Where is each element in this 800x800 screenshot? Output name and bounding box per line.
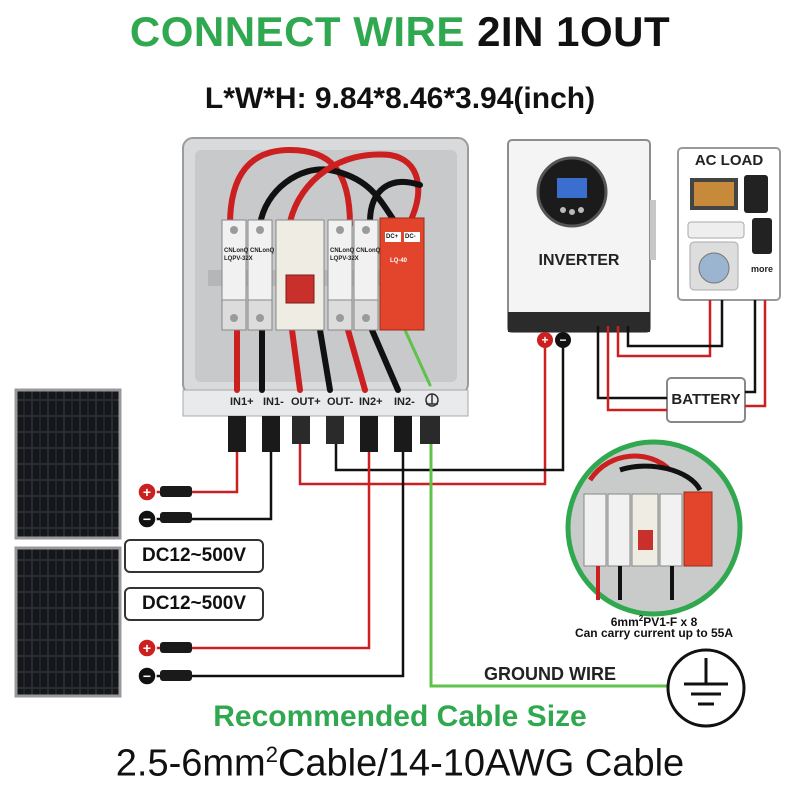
port-out-plus: OUT+ [291, 396, 321, 408]
inset-closeup [565, 439, 743, 617]
port-in1-minus: IN1- [263, 396, 284, 408]
ac-load-label: AC LOAD [694, 152, 764, 169]
inverter-negative-terminal [555, 332, 571, 348]
svg-text:−: − [143, 668, 151, 684]
port-in1-plus: IN1+ [230, 396, 254, 408]
ac-load-box [677, 147, 781, 301]
svg-text:+: + [143, 484, 151, 500]
panel1-voltage-label: DC12~500V [124, 539, 264, 573]
panel1-positive-marker: + [137, 482, 157, 502]
pv-connectors [160, 486, 192, 681]
breaker-brand-label-1: CNLonQ [224, 248, 249, 254]
inset-current-note: Can carry current up to 55A [574, 626, 734, 640]
port-out-minus: OUT- [327, 396, 354, 408]
ground-wire-label: GROUND WIRE [484, 664, 616, 684]
spd-model-label: LQ-40 [390, 258, 408, 264]
inverter-unit [507, 139, 656, 333]
ground-symbol [666, 648, 746, 728]
battery-box [666, 377, 746, 423]
port-in2-plus: IN2+ [359, 396, 383, 408]
svg-text:+: + [143, 640, 151, 656]
inset-cable-spec: 6mm2PV1-F x 8 [610, 614, 698, 629]
panel2-negative-marker: − [137, 666, 157, 686]
cable-glands [228, 393, 440, 452]
svg-text:−: − [143, 511, 151, 527]
breaker-brand-label-4: CNLonQ [356, 248, 381, 254]
page-title: CONNECT WIRE 2IN 1OUT [0, 8, 800, 56]
svg-text:−: − [559, 333, 566, 347]
battery-label: BATTERY [671, 391, 741, 408]
recommended-cable-heading: Recommended Cable Size [213, 700, 587, 733]
title-green: CONNECT WIRE [129, 8, 465, 55]
solar-panel-1 [14, 388, 122, 540]
title-black: 2IN 1OUT [477, 8, 671, 55]
internal-wires [227, 146, 432, 393]
svg-text:+: + [541, 333, 548, 347]
ac-load-more-label: more [750, 264, 773, 274]
panel2-voltage-label: DC12~500V [124, 587, 264, 621]
port-in2-minus: IN2- [394, 396, 415, 408]
spd-terminal-dc-plus: DC+ [386, 234, 399, 240]
inverter-positive-terminal [537, 332, 553, 348]
breaker-row [221, 217, 425, 331]
panel1-negative-marker: − [137, 509, 157, 529]
dimensions-text: L*W*H: 9.84*8.46*3.94(inch) [204, 82, 596, 115]
spd-terminal-dc-minus: DC- [405, 234, 416, 240]
breaker-brand-label-2: CNLonQ [250, 248, 275, 254]
breaker-model-label-1: LQPV-32X [224, 256, 253, 262]
breaker-brand-label-3: CNLonQ [330, 248, 355, 254]
external-wires [155, 300, 767, 688]
cable-size-text: 2.5-6mm2Cable/14-10AWG Cable [115, 742, 685, 785]
inverter-label: INVERTER [538, 252, 620, 269]
breaker-model-label-3: LQPV-32X [330, 256, 359, 262]
panel2-positive-marker: + [137, 638, 157, 658]
solar-panel-2 [14, 546, 122, 698]
